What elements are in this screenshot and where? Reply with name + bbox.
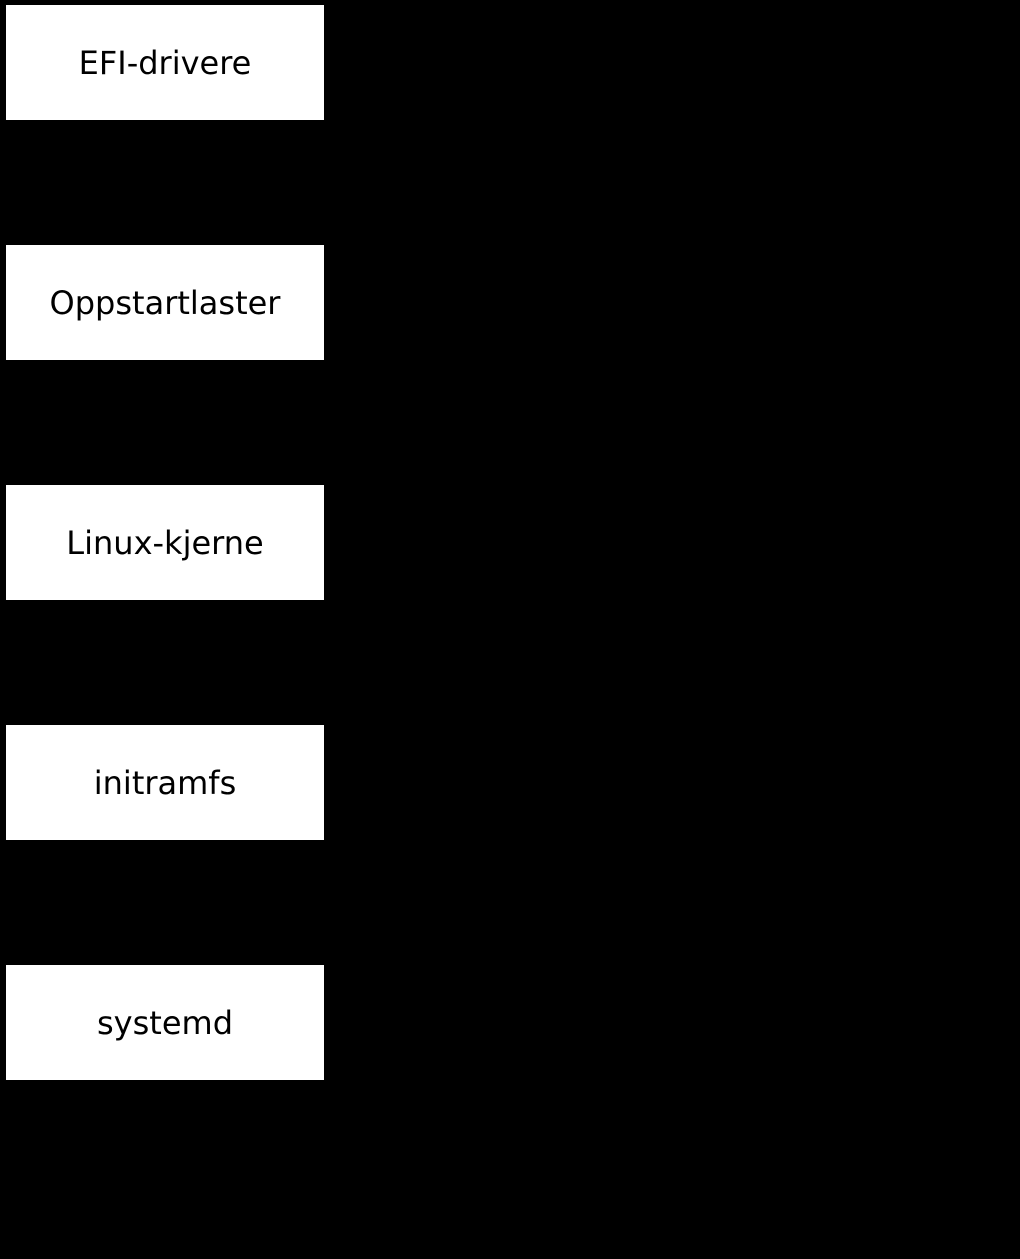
- node-label: systemd: [97, 1003, 233, 1042]
- node-label: Oppstartlaster: [49, 283, 281, 322]
- node-label: initramfs: [93, 763, 237, 802]
- node-systemd: systemd: [6, 965, 324, 1080]
- node-oppstartlaster: Oppstartlaster: [6, 245, 324, 360]
- node-initramfs: initramfs: [6, 725, 324, 840]
- node-label: Linux-kjerne: [66, 523, 264, 562]
- node-label: EFI-drivere: [78, 43, 252, 82]
- node-linux-kjerne: Linux-kjerne: [6, 485, 324, 600]
- node-efi-drivere: EFI-drivere: [6, 5, 324, 120]
